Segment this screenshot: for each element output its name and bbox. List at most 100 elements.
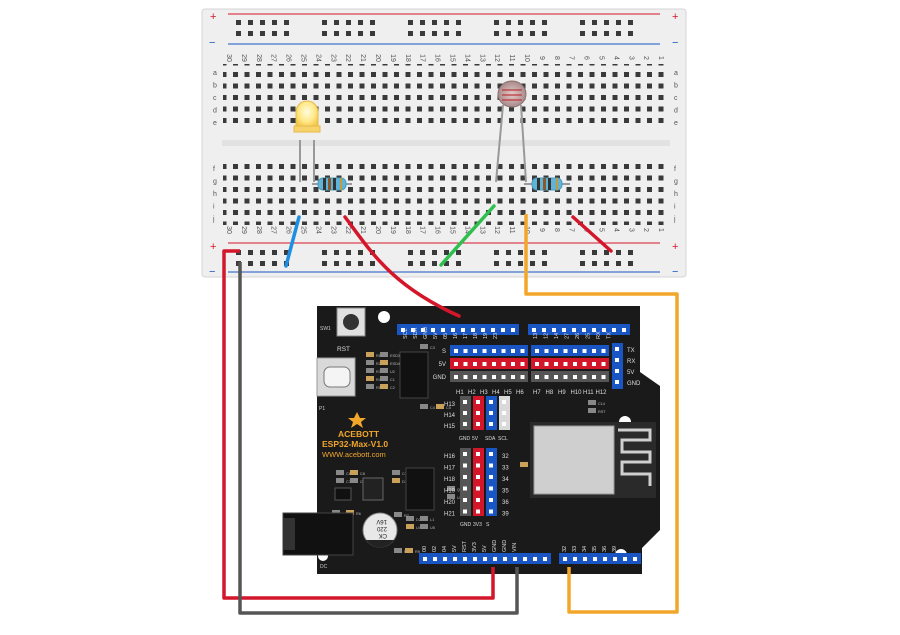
smd-part: R3: [366, 368, 381, 374]
smd-part: C9: [350, 478, 365, 484]
inductor: [362, 477, 384, 501]
column-number: 6: [583, 56, 590, 60]
capacitor-text: 220: [376, 525, 387, 531]
smd-label: RST: [598, 410, 606, 414]
mid-header-b-col: [460, 448, 471, 516]
col-label: H8: [546, 390, 554, 396]
electrolytic-capacitor: CK 220 16V: [362, 512, 398, 548]
column-number: 4: [612, 228, 619, 232]
pin-label: 27: [565, 333, 571, 339]
pin-label: 12: [544, 333, 550, 339]
ground-row-right: [531, 371, 609, 382]
pin-label: 13: [533, 333, 539, 339]
smd-part: RST: [588, 408, 606, 414]
row-letter: a: [213, 70, 217, 77]
smd-part: C10: [392, 470, 409, 476]
column-number: 14: [463, 226, 470, 234]
pin-label: 05: [443, 333, 449, 339]
row-label: H18: [444, 477, 456, 483]
smd-label: D2: [416, 518, 421, 522]
smd-label: R4: [376, 378, 381, 382]
smd-label: C4: [430, 406, 435, 410]
top-header-left: [397, 324, 519, 335]
column-number: 25: [300, 54, 307, 62]
row-label: 39: [502, 512, 509, 518]
ic-chip: [334, 487, 352, 501]
column-number: 24: [314, 226, 321, 234]
column-number: 17: [419, 226, 426, 234]
column-number: 2: [642, 228, 649, 232]
hole-grid-top: [223, 64, 668, 127]
col-label: SDA: [485, 436, 496, 442]
column-number: 29: [240, 54, 247, 62]
side-label: RX: [627, 359, 635, 365]
col-label: H9: [558, 390, 566, 396]
smd-label: R1: [376, 354, 381, 358]
pin-label: 32: [562, 546, 568, 552]
pin-label: 5V: [482, 545, 488, 552]
column-number: 24: [314, 54, 321, 62]
column-number: 25: [300, 226, 307, 234]
smd-label: C1: [390, 378, 395, 382]
row-letter: f: [213, 166, 215, 173]
p1-label: P1: [319, 406, 325, 412]
ic-chip: [399, 351, 429, 399]
pin-label: 14: [554, 333, 560, 339]
smd-label: C10: [402, 472, 409, 476]
row-letter: c: [674, 95, 678, 102]
col-label: H3: [480, 390, 488, 396]
yellow-led: [293, 100, 321, 182]
column-number: 12: [493, 54, 500, 62]
column-number: 16: [434, 54, 441, 62]
column-number: 19: [389, 54, 396, 62]
center-channel: [222, 140, 670, 146]
pin-label: GND: [492, 540, 498, 552]
row-letter: g: [213, 179, 217, 186]
pin-label: RX: [596, 331, 602, 339]
side-label: TX: [627, 348, 635, 354]
smd-part: C3: [420, 344, 435, 350]
smd-part: C2: [380, 384, 395, 390]
smd-label: R3: [376, 370, 381, 374]
pin-label: RST: [462, 540, 468, 552]
signal-row-right: [531, 345, 609, 356]
column-number: 10: [523, 54, 530, 62]
pin-label: TX: [607, 332, 613, 339]
pin-label: SDA: [413, 327, 419, 339]
row-letter: h: [213, 191, 217, 198]
pin-label: 3V3: [472, 542, 478, 552]
column-number: 7: [568, 228, 575, 232]
smd-label: R5: [376, 386, 381, 390]
row-label: GND: [433, 375, 447, 381]
row-label: 32: [502, 454, 509, 460]
row-letter: d: [213, 108, 217, 115]
column-number: 8: [553, 56, 560, 60]
column-number: 21: [359, 54, 366, 62]
smd-label: R7: [404, 514, 409, 518]
pin-label: 04: [442, 546, 448, 552]
pin-label: 26: [575, 333, 581, 339]
column-number: 4: [612, 56, 619, 60]
mounting-hole: [378, 311, 390, 323]
smd-label: L1: [430, 518, 434, 522]
board-website: WWW.acebott.com: [322, 450, 386, 459]
smd-label: C6: [346, 472, 351, 476]
smd-label: C3: [430, 346, 435, 350]
mid-header-b-col: [486, 448, 497, 516]
red-wire-signal: [343, 215, 461, 318]
mid-header-a-col: [460, 396, 471, 430]
blue-wire: [284, 215, 301, 268]
smd-label: R9: [415, 550, 420, 554]
row-letter: b: [213, 83, 217, 90]
pin-label: 25: [586, 333, 592, 339]
reset-button-cap[interactable]: [343, 314, 359, 330]
col-label: H5: [504, 390, 512, 396]
smd-label: C7: [346, 480, 351, 484]
column-number: 18: [404, 226, 411, 234]
rail-plus-label: +: [210, 241, 216, 253]
sw1-label: SW1: [320, 326, 331, 332]
resistor: [312, 177, 352, 191]
pin-label: GND: [423, 327, 429, 339]
